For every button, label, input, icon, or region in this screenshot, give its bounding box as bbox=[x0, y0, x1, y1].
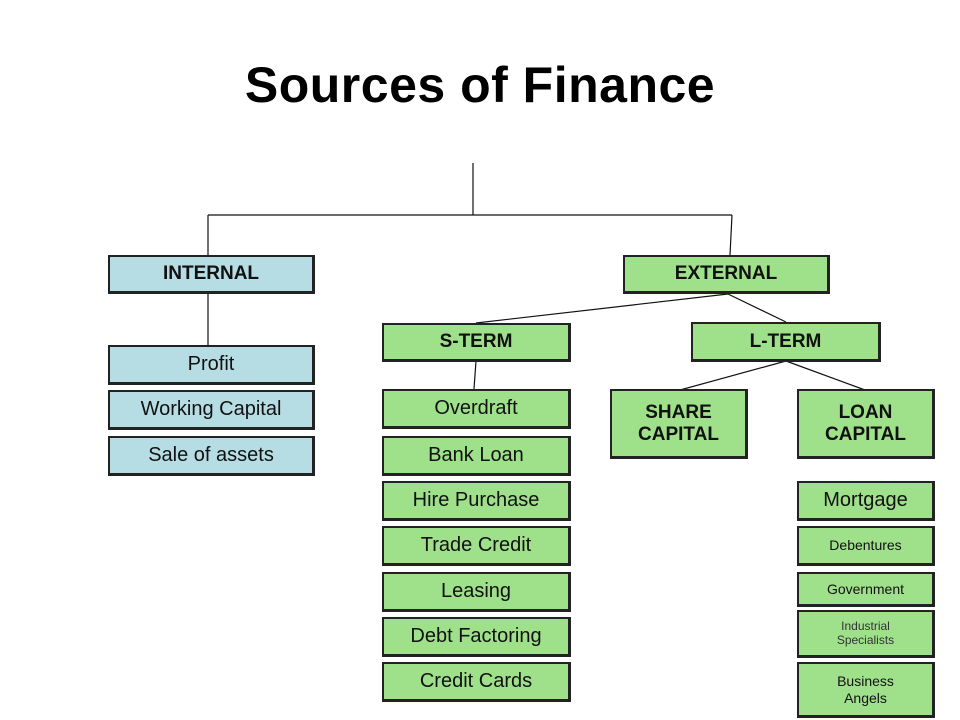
loan-capital-item-government: Government bbox=[797, 572, 935, 607]
sterm-overdraft-link bbox=[473, 360, 477, 390]
loan-capital-item-business-angels: Business Angels bbox=[797, 662, 935, 718]
short-term-item-trade-credit: Trade Credit bbox=[382, 526, 571, 566]
lterm-share-link bbox=[679, 360, 787, 391]
loan-capital-item-industrial-specialists: Industrial Specialists bbox=[797, 610, 935, 658]
short-term-box: S-TERM bbox=[382, 323, 571, 362]
lterm-loan-link bbox=[785, 360, 866, 391]
page-title: Sources of Finance bbox=[244, 57, 716, 113]
short-term-item-overdraft: Overdraft bbox=[382, 389, 571, 429]
internal-item-sale-of-assets: Sale of assets bbox=[108, 436, 315, 476]
short-term-item-debt-factoring: Debt Factoring bbox=[382, 617, 571, 657]
external-drop bbox=[729, 214, 733, 256]
short-term-item-bank-loan: Bank Loan bbox=[382, 436, 571, 476]
share-capital-box: SHARE CAPITAL bbox=[610, 389, 748, 459]
external-lterm-link bbox=[727, 293, 787, 323]
short-term-item-leasing: Leasing bbox=[382, 572, 571, 612]
internal-item-working-capital: Working Capital bbox=[108, 390, 315, 430]
short-term-item-hire-purchase: Hire Purchase bbox=[382, 481, 571, 521]
internal-box: INTERNAL bbox=[108, 255, 315, 294]
long-term-box: L-TERM bbox=[691, 322, 881, 362]
internal-item-profit: Profit bbox=[108, 345, 315, 385]
loan-capital-box: LOAN CAPITAL bbox=[797, 389, 935, 459]
external-sterm-link bbox=[475, 293, 729, 324]
short-term-item-credit-cards: Credit Cards bbox=[382, 662, 571, 702]
loan-capital-item-mortgage: Mortgage bbox=[797, 481, 935, 521]
loan-capital-item-debentures: Debentures bbox=[797, 526, 935, 566]
external-box: EXTERNAL bbox=[623, 255, 830, 294]
